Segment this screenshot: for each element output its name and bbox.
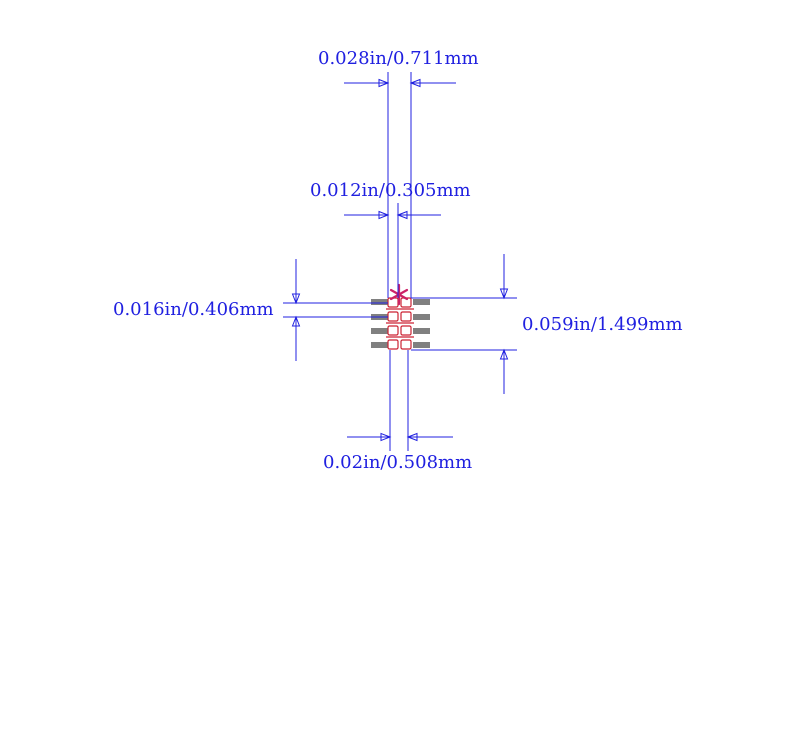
pin-left-3 [371, 328, 388, 334]
pad-6 [400, 311, 412, 322]
dimension-label-overall-span: 0.028in/0.711mm [318, 48, 479, 69]
dimension-label-pad-width: 0.012in/0.305mm [310, 180, 471, 201]
dimension-lines [283, 72, 517, 451]
pad-3 [387, 325, 399, 336]
pad-8 [400, 339, 412, 350]
dimension-label-body-width: 0.02in/0.508mm [323, 452, 473, 473]
pad-4 [387, 339, 399, 350]
pin-right-3 [413, 328, 430, 334]
pad-2 [387, 311, 399, 322]
pads [386, 297, 414, 350]
pin-right-1 [413, 299, 430, 305]
pin1-marker [389, 283, 409, 306]
dimension-label-pad-height: 0.016in/0.406mm [113, 299, 274, 320]
pin-left-1 [371, 299, 388, 305]
pin-right-2 [413, 314, 430, 320]
pad-1 [387, 297, 399, 308]
pad-7 [400, 325, 412, 336]
pin-right-4 [413, 342, 430, 348]
dimension-label-body-height: 0.059in/1.499mm [522, 314, 683, 335]
pin-left-4 [371, 342, 388, 348]
